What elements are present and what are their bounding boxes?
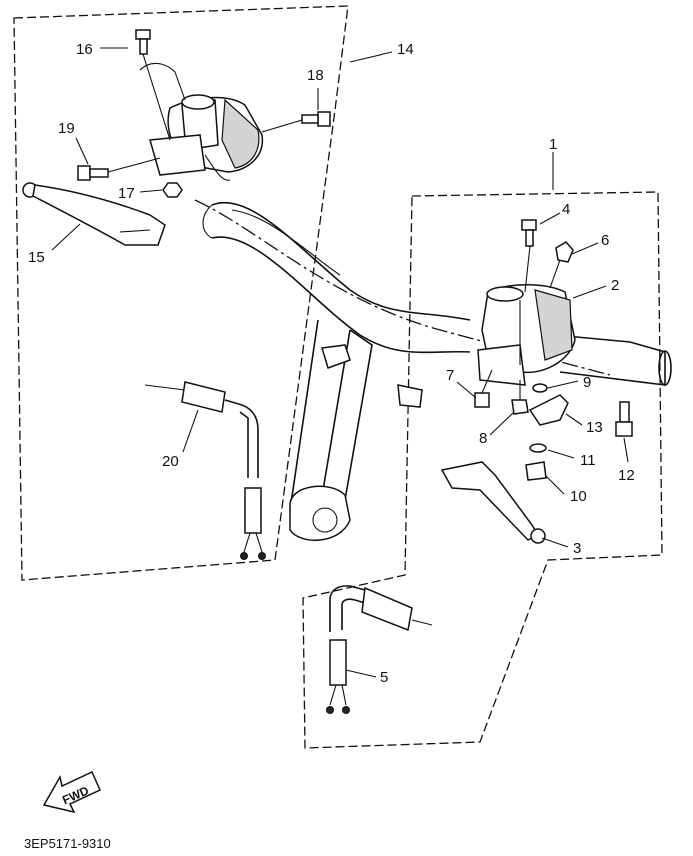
callout-16: 16 [76,41,93,58]
callout-17: 17 [118,185,135,202]
callout-18: 18 [307,67,324,84]
callout-11: 11 [580,452,596,469]
right-group-boundary [302,191,663,749]
part-17-nut [162,182,183,198]
part-7-screw [474,369,493,408]
part-20-switch-cable [144,381,266,560]
callout-3: 3 [573,540,581,557]
callout-1: 1 [549,136,557,153]
right-switch-housing [477,284,576,386]
part-9-washer [532,383,548,393]
left-switch-housing [139,62,264,181]
part-18-screw [261,111,331,133]
callout-15: 15 [28,249,45,266]
part-6-bolt [549,241,574,289]
callout-6: 6 [601,232,609,249]
callout-19: 19 [58,120,75,137]
callout-2: 2 [611,277,619,294]
callout-14: 14 [397,41,414,58]
leader-lines [51,47,629,678]
callout-10: 10 [570,488,587,505]
callout-7: 7 [446,367,454,384]
part-10-collar [525,461,547,481]
callout-5: 5 [380,669,388,686]
part-15-lever [22,182,166,246]
part-13-bracket [528,394,569,426]
fwd-arrow-icon: FWD [42,770,101,814]
callout-20: 20 [162,453,179,470]
part-11-washer [529,443,547,453]
callout-13: 13 [586,419,603,436]
part-5-switch-cable [326,585,433,714]
part-8-collar [511,380,529,415]
drawing-code: 3EP5171-9310 [24,836,111,851]
callout-9: 9 [583,374,591,391]
part-4-screw [521,219,537,293]
callout-4: 4 [562,201,570,218]
left-group-boundary [13,5,349,581]
steering-column [289,319,423,541]
handlebar-assembly [194,199,672,386]
part-3-lever [440,461,546,544]
part-16-screw [135,29,171,141]
callout-8: 8 [479,430,487,447]
part-12-bolt [615,401,633,437]
callout-12: 12 [618,467,635,484]
part-19-screw [77,157,161,181]
